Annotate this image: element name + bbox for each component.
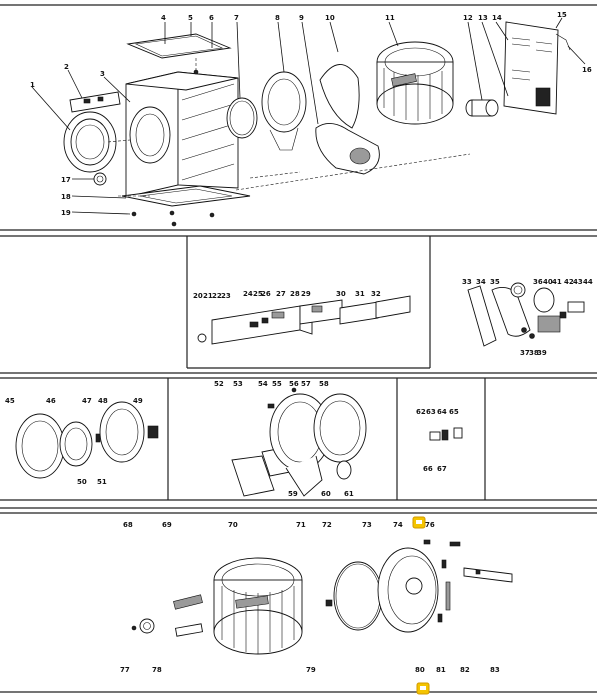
label-45: 45 (5, 397, 15, 405)
label-71: 71 (296, 521, 306, 529)
panel-frames (0, 4, 597, 693)
label-17: 17 (61, 176, 71, 184)
drum-rear-drawing (131, 539, 513, 655)
label-32: 32 (371, 290, 381, 298)
label-11: 11 (385, 14, 395, 22)
label-44: 44 (583, 278, 593, 286)
label-64: 64 (437, 408, 447, 416)
label-76: 76 (425, 521, 435, 529)
label-25: 25 (253, 290, 263, 298)
label-63: 63 (426, 408, 436, 416)
label-69: 69 (162, 521, 172, 529)
label-34: 34 (476, 278, 486, 286)
label-3: 3 (100, 70, 105, 78)
callout-marker-icon[interactable] (416, 682, 430, 695)
label-43: 43 (573, 278, 583, 286)
label-80: 80 (415, 666, 425, 674)
label-19: 19 (61, 209, 71, 217)
label-33: 33 (462, 278, 472, 286)
label-47: 47 (82, 397, 92, 405)
label-46: 46 (46, 397, 56, 405)
label-48: 48 (98, 397, 108, 405)
label-40: 40 (543, 278, 553, 286)
label-61: 61 (344, 490, 354, 498)
label-28: 28 (290, 290, 300, 298)
label-41: 41 (552, 278, 562, 286)
label-74: 74 (393, 521, 403, 529)
label-4: 4 (161, 14, 166, 22)
label-36: 36 (533, 278, 543, 286)
label-35: 35 (490, 278, 500, 286)
label-59: 59 (288, 490, 298, 498)
label-51: 51 (97, 478, 107, 486)
label-60: 60 (321, 490, 331, 498)
label-58: 58 (319, 380, 329, 388)
label-55: 55 (272, 380, 282, 388)
callout-marker-icon[interactable] (412, 516, 426, 529)
label-54: 54 (258, 380, 268, 388)
label-53: 53 (233, 380, 243, 388)
label-20: 20 (193, 292, 203, 300)
label-83: 83 (490, 666, 500, 674)
label-10: 10 (325, 14, 335, 22)
label-49: 49 (133, 397, 143, 405)
part-number-labels: 1 2 3 4 5 6 7 8 9 10 11 12 13 14 15 16 1… (5, 11, 593, 674)
front-bulkhead-drawing (231, 387, 367, 497)
label-52: 52 (214, 380, 224, 388)
label-15: 15 (557, 11, 567, 19)
label-26: 26 (261, 290, 271, 298)
label-31: 31 (355, 290, 365, 298)
label-12: 12 (463, 14, 473, 22)
label-79: 79 (306, 666, 316, 674)
blower-motor-drawing (467, 282, 585, 347)
label-65: 65 (449, 408, 459, 416)
label-56: 56 (289, 380, 299, 388)
leader-lines (31, 17, 586, 215)
label-27: 27 (276, 290, 286, 298)
label-39: 39 (537, 349, 547, 357)
label-57: 57 (301, 380, 311, 388)
label-82: 82 (460, 666, 470, 674)
label-21: 21 (203, 292, 213, 300)
label-5: 5 (188, 14, 193, 22)
label-24: 24 (243, 290, 253, 298)
label-14: 14 (492, 14, 502, 22)
label-66: 66 (423, 465, 433, 473)
label-1: 1 (30, 81, 35, 89)
label-77: 77 (120, 666, 130, 674)
label-8: 8 (275, 14, 280, 22)
label-13: 13 (478, 14, 488, 22)
label-18: 18 (61, 193, 71, 201)
switch-drawing (429, 427, 463, 441)
label-68: 68 (123, 521, 133, 529)
label-30: 30 (336, 290, 346, 298)
label-73: 73 (362, 521, 372, 529)
label-29: 29 (301, 290, 311, 298)
label-22: 22 (212, 292, 222, 300)
label-6: 6 (209, 14, 214, 22)
label-42: 42 (564, 278, 574, 286)
label-7: 7 (234, 14, 239, 22)
label-50: 50 (77, 478, 87, 486)
label-23: 23 (221, 292, 231, 300)
control-panel-drawing (197, 295, 411, 345)
label-67: 67 (437, 465, 447, 473)
label-2: 2 (64, 63, 69, 71)
label-16: 16 (582, 66, 592, 74)
label-78: 78 (152, 666, 162, 674)
label-38: 38 (529, 349, 539, 357)
label-37: 37 (520, 349, 530, 357)
door-drawing (15, 401, 159, 479)
label-62: 62 (416, 408, 426, 416)
label-72: 72 (322, 521, 332, 529)
main-assembly-drawing (63, 21, 571, 227)
label-9: 9 (299, 14, 304, 22)
label-81: 81 (436, 666, 446, 674)
label-70: 70 (228, 521, 238, 529)
